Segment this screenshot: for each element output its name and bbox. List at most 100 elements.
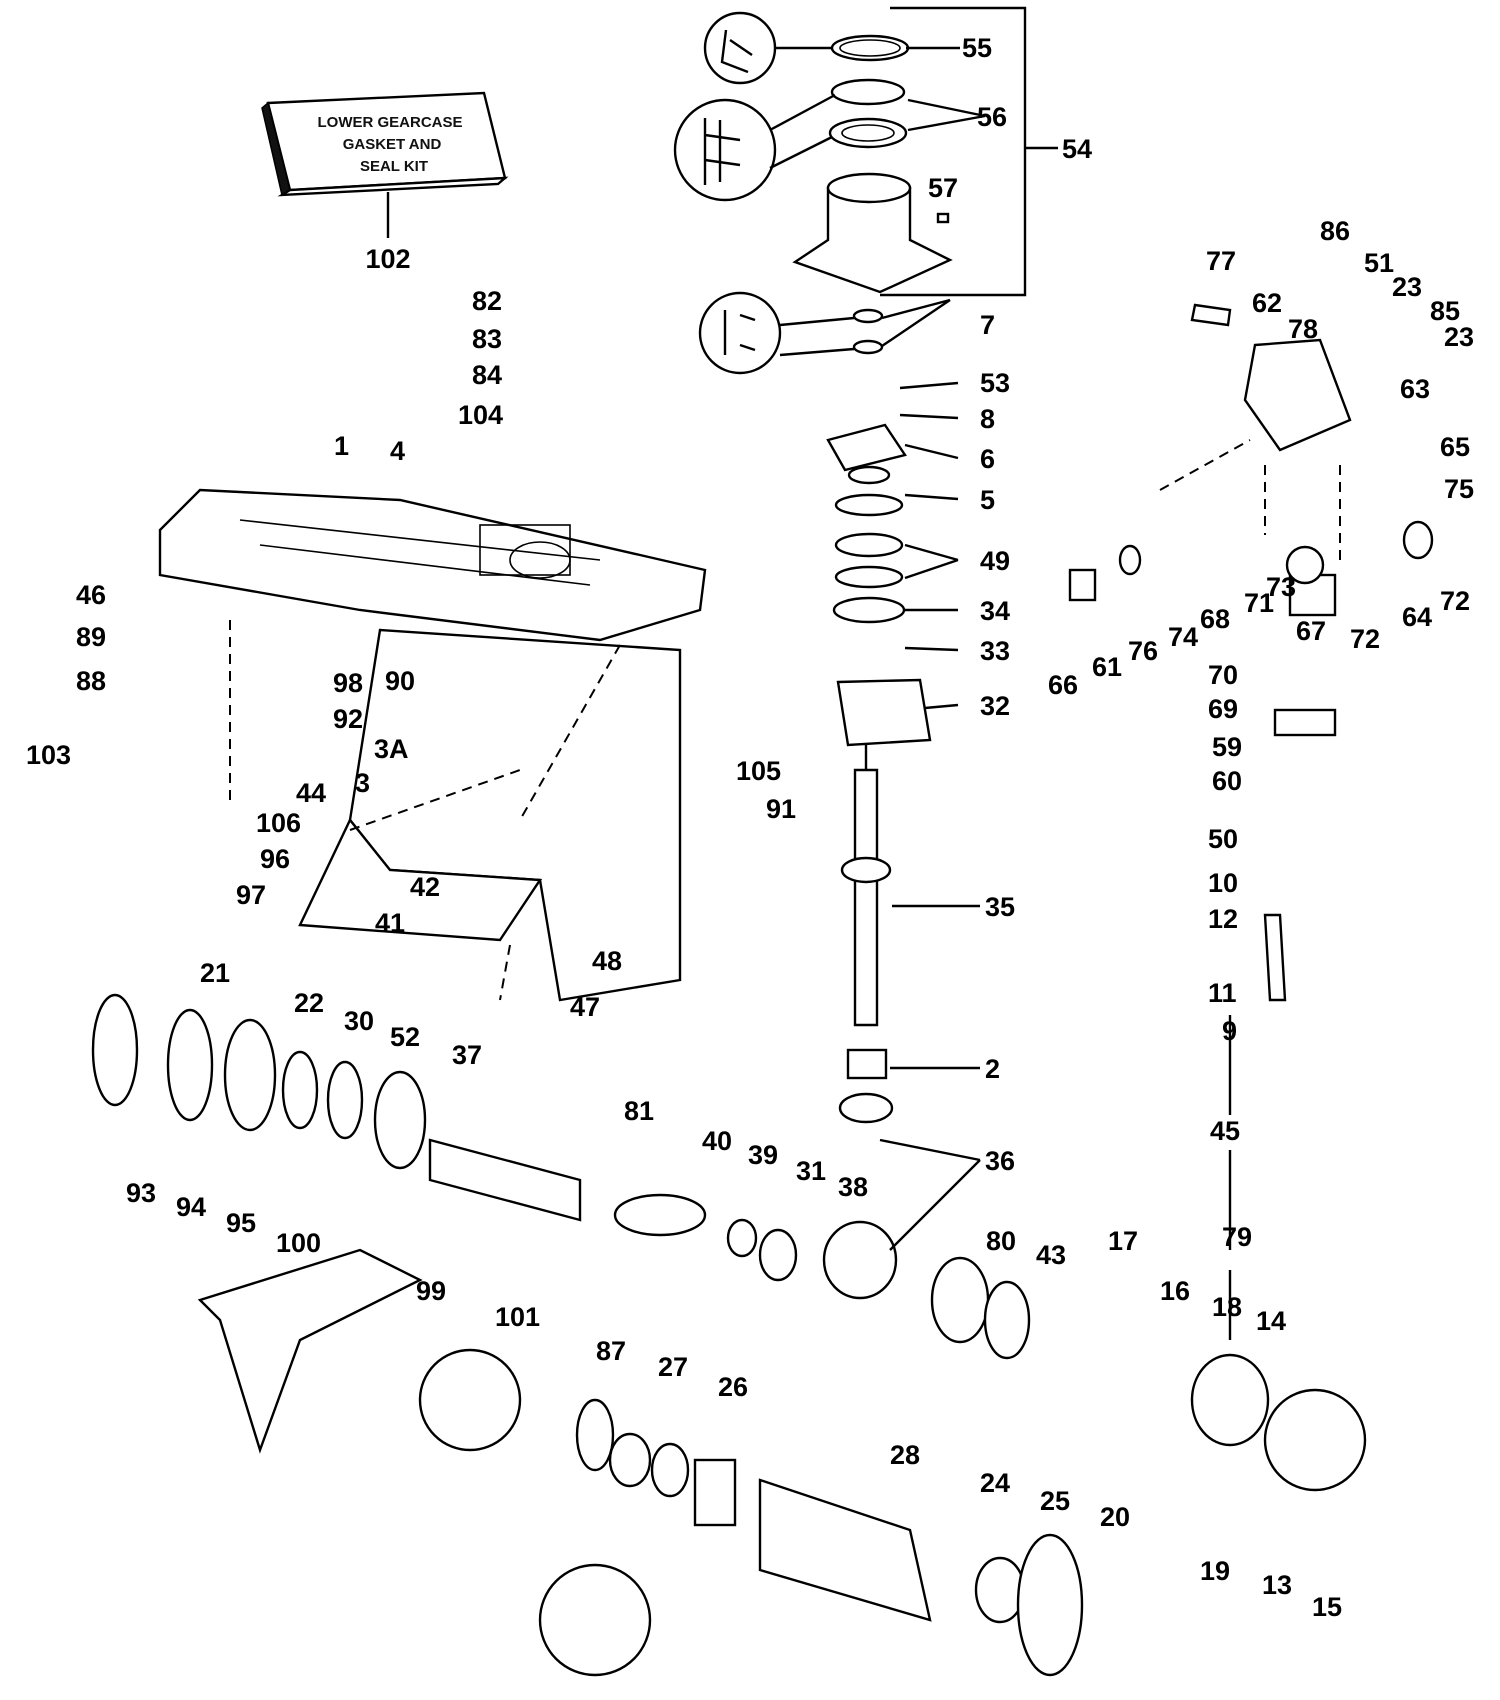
callout-44: 44 — [296, 778, 326, 808]
callout-5: 5 — [980, 485, 995, 515]
callout-numbers: 102 55 56 54 57 7 53 8 6 5 49 34 33 32 3… — [26, 33, 1474, 1622]
callout-23: 23 — [1392, 272, 1422, 302]
gearcase-housing — [158, 488, 707, 1002]
callout-64: 64 — [1402, 602, 1432, 632]
callout-47: 47 — [570, 992, 600, 1022]
callout-102: 102 — [365, 244, 410, 274]
callout-79: 79 — [1222, 1222, 1252, 1252]
callout-3: 3 — [355, 768, 370, 798]
gasket-seal-kit-box: LOWER GEARCASE GASKET AND SEAL KIT — [261, 91, 509, 238]
callout-22: 22 — [294, 988, 324, 1018]
callout-97: 97 — [236, 880, 266, 910]
callout-25: 25 — [1040, 1486, 1070, 1516]
callout-45: 45 — [1210, 1116, 1240, 1146]
callout-43: 43 — [1036, 1240, 1066, 1270]
callout-40: 40 — [702, 1126, 732, 1156]
callout-11: 11 — [1208, 978, 1237, 1008]
callout-87: 87 — [596, 1336, 626, 1366]
callout-65: 65 — [1440, 432, 1470, 462]
callout-60: 60 — [1212, 766, 1242, 796]
callout-leaders — [879, 46, 986, 1251]
callout-36: 36 — [985, 1146, 1015, 1176]
callout-38: 38 — [838, 1172, 868, 1202]
callout-51: 51 — [1364, 248, 1394, 278]
callout-13: 13 — [1262, 1570, 1292, 1600]
callout-10: 10 — [1208, 868, 1238, 898]
callout-52: 52 — [390, 1022, 420, 1052]
callout-85: 85 — [1430, 296, 1460, 326]
callout-99: 99 — [416, 1276, 446, 1306]
callout-101: 101 — [495, 1302, 540, 1332]
callout-34: 34 — [980, 596, 1010, 626]
callout-55: 55 — [962, 33, 992, 63]
callout-95: 95 — [226, 1208, 256, 1238]
callout-15: 15 — [1312, 1592, 1342, 1622]
callout-6: 6 — [980, 444, 995, 474]
callout-33: 33 — [980, 636, 1010, 666]
callout-71: 71 — [1244, 588, 1274, 618]
callout-46: 46 — [76, 580, 106, 610]
callout-32: 32 — [980, 691, 1010, 721]
callout-37: 37 — [452, 1040, 482, 1070]
kit-label-line-2: GASKET AND — [343, 136, 442, 153]
callout-20: 20 — [1100, 1502, 1130, 1532]
callout-28: 28 — [890, 1440, 920, 1470]
callout-4: 4 — [390, 436, 405, 466]
callout-89: 89 — [76, 622, 106, 652]
callout-49: 49 — [980, 546, 1010, 576]
callout-39: 39 — [748, 1140, 778, 1170]
callout-74: 74 — [1168, 622, 1198, 652]
callout-91: 91 — [766, 794, 796, 824]
callout-23b: 23 — [1444, 322, 1474, 352]
callout-78: 78 — [1288, 314, 1318, 344]
callout-92: 92 — [333, 704, 363, 734]
callout-2: 2 — [985, 1054, 1000, 1084]
callout-17: 17 — [1108, 1226, 1138, 1256]
kit-label-line-3: SEAL KIT — [360, 158, 428, 175]
callout-69: 69 — [1208, 694, 1238, 724]
callout-14: 14 — [1256, 1306, 1286, 1336]
callout-30: 30 — [344, 1006, 374, 1036]
callout-1: 1 — [334, 431, 349, 461]
assembly-lines — [229, 439, 1341, 1001]
callout-88: 88 — [76, 666, 106, 696]
callout-82: 82 — [472, 286, 502, 316]
callout-98: 98 — [333, 668, 363, 698]
callout-3A: 3A — [374, 734, 409, 764]
callout-50: 50 — [1208, 824, 1238, 854]
callout-56: 56 — [977, 102, 1007, 132]
callout-63: 63 — [1400, 374, 1430, 404]
callout-104: 104 — [458, 400, 503, 430]
callout-72: 72 — [1350, 624, 1380, 654]
callout-76: 76 — [1128, 636, 1158, 666]
callout-68: 68 — [1200, 604, 1230, 634]
callout-42: 42 — [410, 872, 440, 902]
callout-72b: 72 — [1440, 586, 1470, 616]
callout-59: 59 — [1212, 732, 1242, 762]
callout-105: 105 — [736, 756, 781, 786]
callout-26: 26 — [718, 1372, 748, 1402]
callout-8: 8 — [980, 404, 995, 434]
callout-70: 70 — [1208, 660, 1238, 690]
callout-7: 7 — [980, 310, 995, 340]
callout-24: 24 — [980, 1468, 1010, 1498]
water-pump-seal-assembly — [673, 6, 1058, 375]
callout-18: 18 — [1212, 1292, 1242, 1322]
callout-106: 106 — [256, 808, 301, 838]
callout-57: 57 — [928, 173, 958, 203]
callout-66: 66 — [1048, 670, 1078, 700]
callout-27: 27 — [658, 1352, 688, 1382]
callout-90: 90 — [385, 666, 415, 696]
callout-61: 61 — [1092, 652, 1122, 682]
callout-41: 41 — [375, 908, 405, 938]
callout-75: 75 — [1444, 474, 1474, 504]
callout-9: 9 — [1222, 1016, 1237, 1046]
callout-31: 31 — [796, 1156, 826, 1186]
callout-35: 35 — [985, 892, 1015, 922]
callout-96: 96 — [260, 844, 290, 874]
callout-86: 86 — [1320, 216, 1350, 246]
callout-73: 73 — [1266, 572, 1296, 602]
callout-77: 77 — [1206, 246, 1236, 276]
callout-81: 81 — [624, 1096, 654, 1126]
